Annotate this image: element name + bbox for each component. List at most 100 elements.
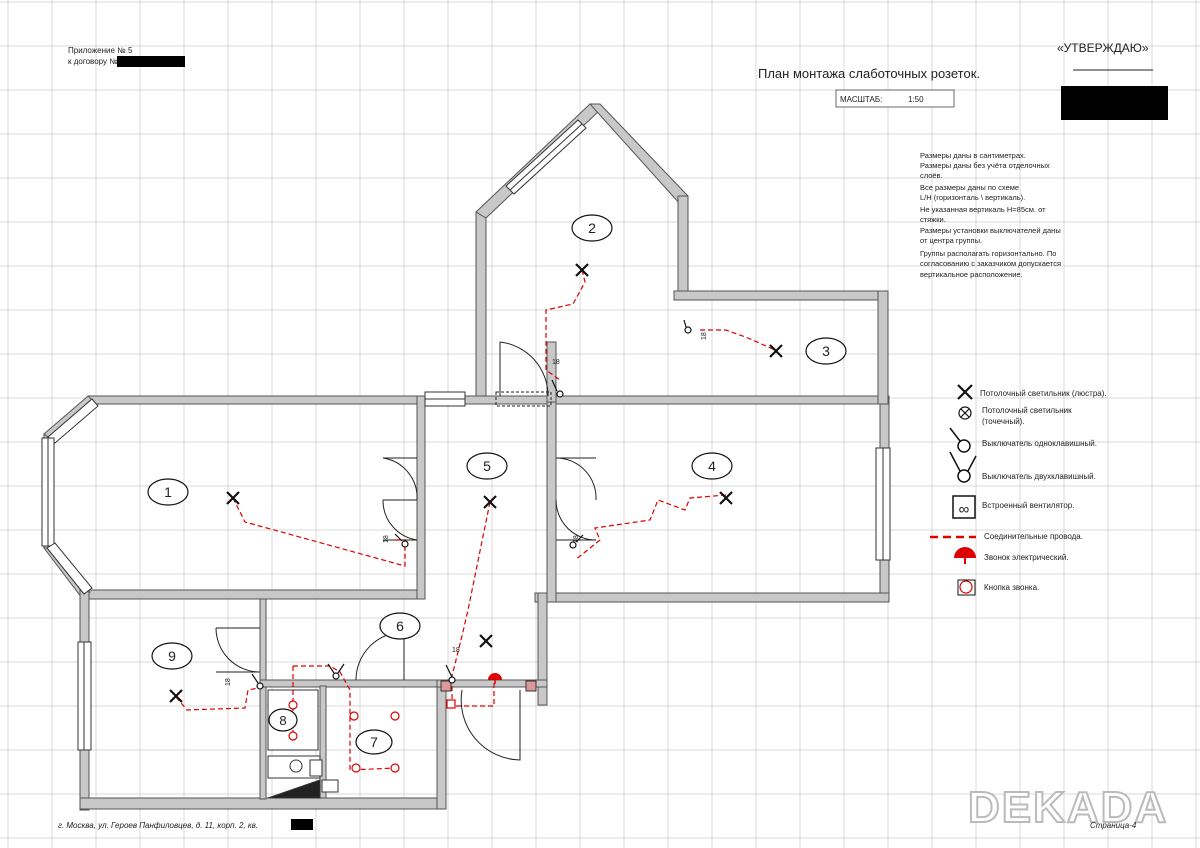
wall xyxy=(79,797,446,810)
single-switch-icon xyxy=(569,534,584,549)
spot-lamps xyxy=(288,700,400,773)
door-swing xyxy=(555,499,597,541)
wall xyxy=(79,589,426,600)
wire xyxy=(545,269,586,381)
note-line: от центра группы. xyxy=(920,236,982,245)
wall xyxy=(534,592,890,603)
door-swing xyxy=(555,457,597,501)
wall xyxy=(319,685,327,799)
room-label: 6 xyxy=(379,612,421,640)
room-number: 2 xyxy=(588,220,596,236)
bell-icon xyxy=(488,673,502,684)
ceiling-lamp-icon xyxy=(719,491,733,505)
note-line: L/H (горизонталь \ вертикаль). xyxy=(920,193,1025,202)
room-number: 5 xyxy=(483,458,491,474)
window xyxy=(47,398,99,444)
room-number: 8 xyxy=(279,713,286,728)
room-label: 7 xyxy=(355,729,393,755)
wall xyxy=(537,592,548,706)
legend-text-line: Потолочный светильник xyxy=(982,406,1072,415)
windows xyxy=(41,119,891,751)
legend-text: Потолочный светильник (люстра). xyxy=(980,389,1107,398)
legend-item: Кнопка звонка. xyxy=(957,579,1039,596)
wall xyxy=(673,290,889,301)
door-swing xyxy=(382,499,418,541)
door-opening xyxy=(495,391,552,407)
scale-value: 1:50 xyxy=(908,95,924,104)
door-swing xyxy=(499,341,549,397)
redaction-block xyxy=(117,56,185,67)
footer-address: г. Москва, ул. Героев Панфиловцев, д. 11… xyxy=(58,821,258,830)
wire xyxy=(232,497,406,567)
legend-item: Звонок электрический. xyxy=(954,547,1069,564)
note-line: стяжки. xyxy=(920,215,946,224)
window xyxy=(46,542,93,595)
note-line: Размеры даны без учёта отделочных xyxy=(920,161,1050,170)
ceiling-lamp-icon xyxy=(169,689,183,703)
shaft xyxy=(440,680,452,692)
brand-logo: DEKADA xyxy=(968,783,1168,832)
dim-label: 18 xyxy=(701,332,708,340)
legend-text: Встроенный вентилятор. xyxy=(982,501,1074,510)
shelf xyxy=(267,779,321,799)
wire xyxy=(451,680,495,707)
wall xyxy=(588,103,689,205)
spot-lamp-icon xyxy=(390,711,400,721)
room-number: 7 xyxy=(370,734,378,750)
dim-label: 18 xyxy=(573,535,580,543)
double-switch-icon xyxy=(949,451,977,483)
door-swing xyxy=(215,627,261,673)
wall xyxy=(416,395,426,600)
legend-text: Кнопка звонка. xyxy=(984,583,1039,592)
wall xyxy=(475,211,487,397)
legend: Потолочный светильник (люстра). Потолочн… xyxy=(930,384,1107,596)
contract-label: к договору № xyxy=(68,57,118,66)
spot-lamp-icon xyxy=(288,731,298,741)
bell-icon xyxy=(954,547,976,564)
note-line: вертикальное расположение. xyxy=(920,270,1023,279)
note-line: согласованию с заказчиком допускается xyxy=(920,259,1061,268)
room-number: 1 xyxy=(164,484,172,500)
bell-button-icon xyxy=(446,699,456,709)
legend-text-line: (точечный). xyxy=(982,417,1025,426)
note-line: Все размеры даны по схеме xyxy=(920,183,1019,192)
wall xyxy=(259,598,267,800)
room-number: 6 xyxy=(396,618,404,634)
bathroom-fixtures xyxy=(267,680,537,799)
room-label: 3 xyxy=(805,337,847,365)
note-line: слоёв. xyxy=(920,171,943,180)
bell-button-icon xyxy=(957,579,976,596)
legend-text: Соединительные провода. xyxy=(984,532,1083,541)
spot-lamp-icon xyxy=(390,763,400,773)
wire xyxy=(700,329,776,351)
scale-box xyxy=(835,89,955,108)
legend-text: Выключатель одноклавишный. xyxy=(982,439,1097,448)
wall xyxy=(677,195,689,301)
dim-label: 18 xyxy=(552,359,560,366)
door-swing xyxy=(460,689,521,761)
ceiling-lamp-icon xyxy=(479,634,493,648)
fan-icon: ∞ xyxy=(952,495,976,519)
ceiling-lamp-icon xyxy=(483,495,497,509)
legend-text: Выключатель двухклавишный. xyxy=(982,472,1096,481)
spot-lamp-icon xyxy=(958,406,972,420)
switches xyxy=(251,319,692,690)
ceiling-lamp-icon xyxy=(226,491,240,505)
wire xyxy=(574,494,727,561)
wire xyxy=(175,687,259,711)
vent xyxy=(321,779,339,793)
single-switch-icon xyxy=(445,664,456,684)
room-label: 2 xyxy=(571,214,613,242)
single-switch-icon xyxy=(551,379,564,398)
scale-label: МАСШТАБ: xyxy=(840,95,882,104)
legend-item: Выключатель двухклавишный. xyxy=(949,451,1096,483)
note-line: Группы располагать горизонтально. По xyxy=(920,249,1056,258)
walls xyxy=(42,103,890,811)
room-number: 4 xyxy=(708,458,716,474)
door-swing xyxy=(382,457,418,501)
page-title: План монтажа слаботочных розеток. xyxy=(758,66,980,81)
room-label: 8 xyxy=(268,708,298,732)
room-label: 1 xyxy=(147,478,189,506)
page-number: Страница-4 xyxy=(1090,821,1137,830)
legend-item: Соединительные провода. xyxy=(930,532,1083,541)
